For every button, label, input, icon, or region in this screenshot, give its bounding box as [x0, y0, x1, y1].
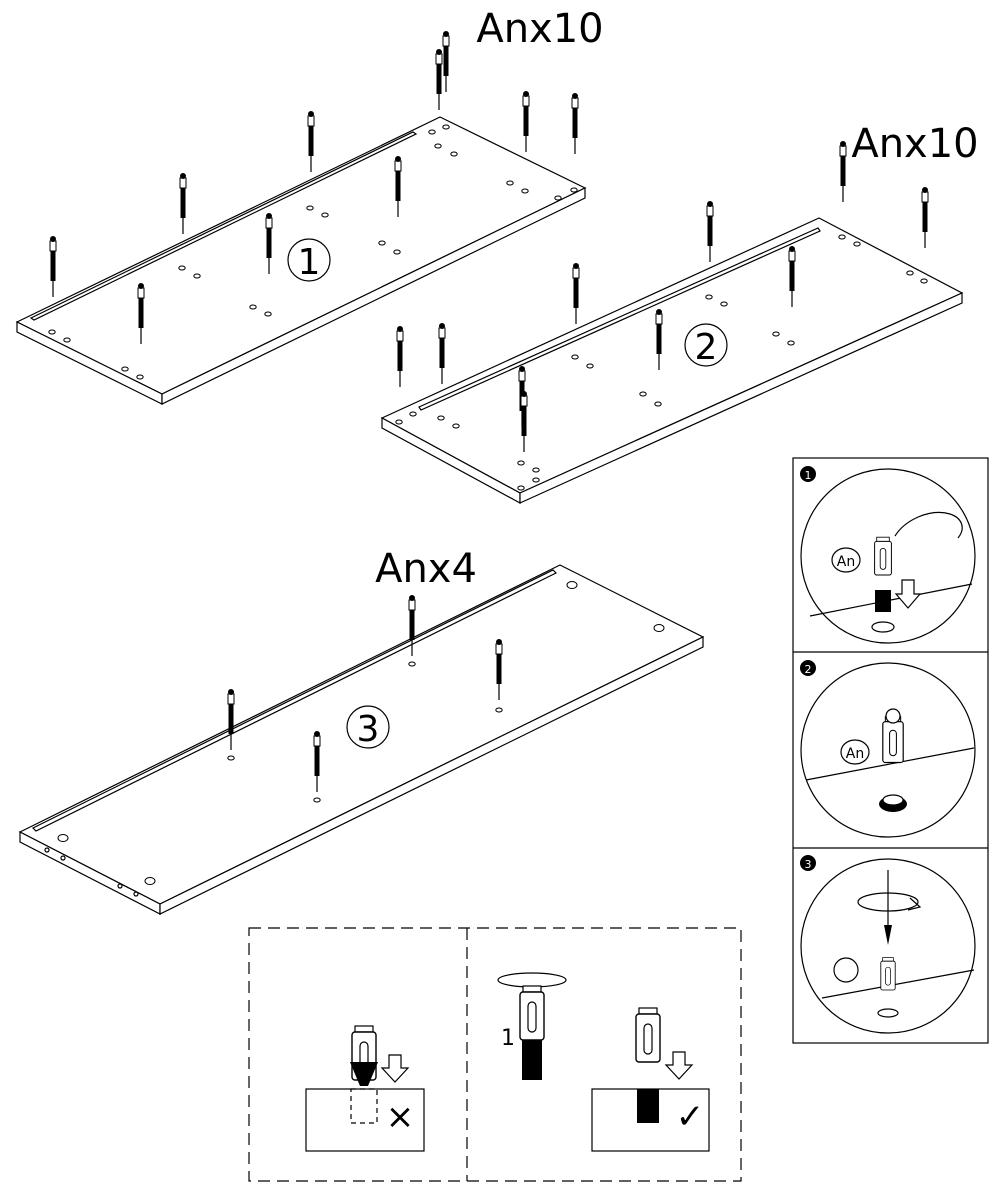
step-1-badge [800, 466, 816, 482]
step-3: 3 [800, 855, 976, 1034]
down-arrow-icon [894, 579, 922, 609]
panel-2-hardware-label: Anx10 [851, 121, 978, 167]
step-3-number: 3 [805, 858, 812, 871]
panel-1: 1 Anx10 [15, 6, 604, 405]
panel-2: 2 Anx10 [380, 121, 979, 505]
step-3-hole [833, 957, 859, 983]
correct-install: 1 ✓ [497, 972, 710, 1152]
installation-notes: × 1 ✓ [248, 927, 742, 1182]
panel-3-number: 3 [357, 709, 380, 750]
step-1-number: 1 [805, 469, 812, 482]
rotate-arrow-icon [497, 972, 567, 988]
step-1-part-circle [831, 547, 861, 573]
panel-2-number-circle [684, 323, 728, 367]
step-1: 1 An [800, 466, 976, 644]
step-2-part-label: An [846, 746, 864, 762]
panel-3-holes [44, 581, 665, 897]
step-3-badge [800, 855, 816, 871]
steps-box: 1 An 2 An [792, 457, 989, 1044]
step-2-badge [800, 660, 816, 676]
wrong-install: × [305, 1025, 425, 1152]
hand-icon [894, 511, 963, 539]
panel-3: 3 Anx4 [18, 546, 705, 915]
threaded-insert [875, 590, 891, 612]
rotate-arrow-icon [857, 892, 919, 912]
down-arrow-icon [664, 1051, 694, 1080]
panel-3-number-circle [346, 705, 390, 749]
step-2-part-circle [840, 739, 870, 765]
panel-1-number: 1 [298, 242, 321, 283]
step-2-number: 2 [805, 663, 812, 676]
down-arrow-icon [380, 1054, 410, 1083]
panel-1-number-circle [287, 238, 331, 282]
rotation-mark: 1 [501, 1026, 515, 1051]
bolt-head-icon [885, 708, 901, 724]
panel-3-hardware-label: Anx4 [375, 546, 477, 592]
panel-1-hardware-label: Anx10 [476, 6, 603, 52]
wrong-mark-icon: × [386, 1097, 415, 1137]
panel-2-number: 2 [695, 327, 718, 368]
step-2: 2 An [800, 660, 976, 838]
correct-mark-icon: ✓ [676, 1097, 705, 1137]
insert-hole [871, 621, 895, 633]
step-1-part-label: An [837, 554, 855, 570]
